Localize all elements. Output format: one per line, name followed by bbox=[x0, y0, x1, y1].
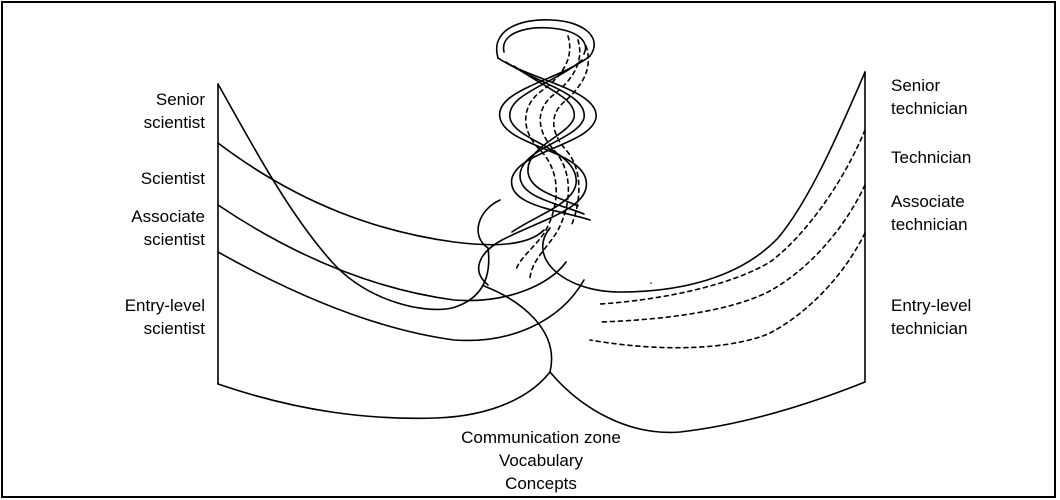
technician-band-3 bbox=[589, 232, 866, 349]
label-line: Associate bbox=[131, 207, 205, 226]
label-scientist: Scientist bbox=[140, 169, 205, 188]
label-line: technician bbox=[891, 215, 968, 234]
scientist-ladder bbox=[217, 83, 585, 420]
label-entry-level-technician: Entry-level technician bbox=[891, 294, 1051, 340]
label-line: Senior bbox=[155, 90, 205, 109]
technician-bottom-rim bbox=[549, 371, 866, 434]
label-line: scientist bbox=[143, 113, 205, 132]
label-line: Concepts bbox=[505, 474, 577, 493]
scientist-band-2 bbox=[217, 204, 567, 302]
label-line: Associate bbox=[891, 192, 965, 211]
label-line: Communication zone bbox=[461, 428, 621, 447]
label-line: technician bbox=[891, 99, 968, 118]
scientist-band-1 bbox=[217, 142, 545, 246]
scientist-bottom-rim bbox=[217, 371, 551, 420]
label-entry-level-scientist: Entry-level scientist bbox=[5, 294, 205, 340]
label-line: scientist bbox=[143, 319, 205, 338]
scientist-band-3 bbox=[217, 251, 585, 342]
label-line: Senior bbox=[891, 76, 941, 95]
technician-top-curve bbox=[551, 71, 866, 293]
scientist-top-curve bbox=[217, 83, 490, 311]
label-associate-technician: Associate technician bbox=[891, 190, 1051, 236]
technician-band-1 bbox=[599, 129, 866, 305]
label-line: scientist bbox=[143, 230, 205, 249]
label-senior-scientist: Senior scientist bbox=[5, 88, 205, 134]
label-technician: Technician bbox=[891, 148, 972, 167]
label-senior-technician: Senior technician bbox=[891, 74, 1051, 120]
label-associate-scientist: Associate scientist bbox=[5, 205, 205, 251]
communication-braid bbox=[477, 19, 597, 373]
label-line: technician bbox=[891, 319, 968, 338]
stray-dot bbox=[650, 282, 652, 284]
technician-band-2 bbox=[599, 184, 866, 323]
label-line: Vocabulary bbox=[498, 451, 584, 470]
technician-ladder bbox=[549, 71, 866, 434]
label-communication-zone: Communication zone Vocabulary Concepts bbox=[391, 426, 691, 495]
label-line: Entry-level bbox=[891, 296, 972, 315]
label-line: Entry-level bbox=[124, 296, 205, 315]
